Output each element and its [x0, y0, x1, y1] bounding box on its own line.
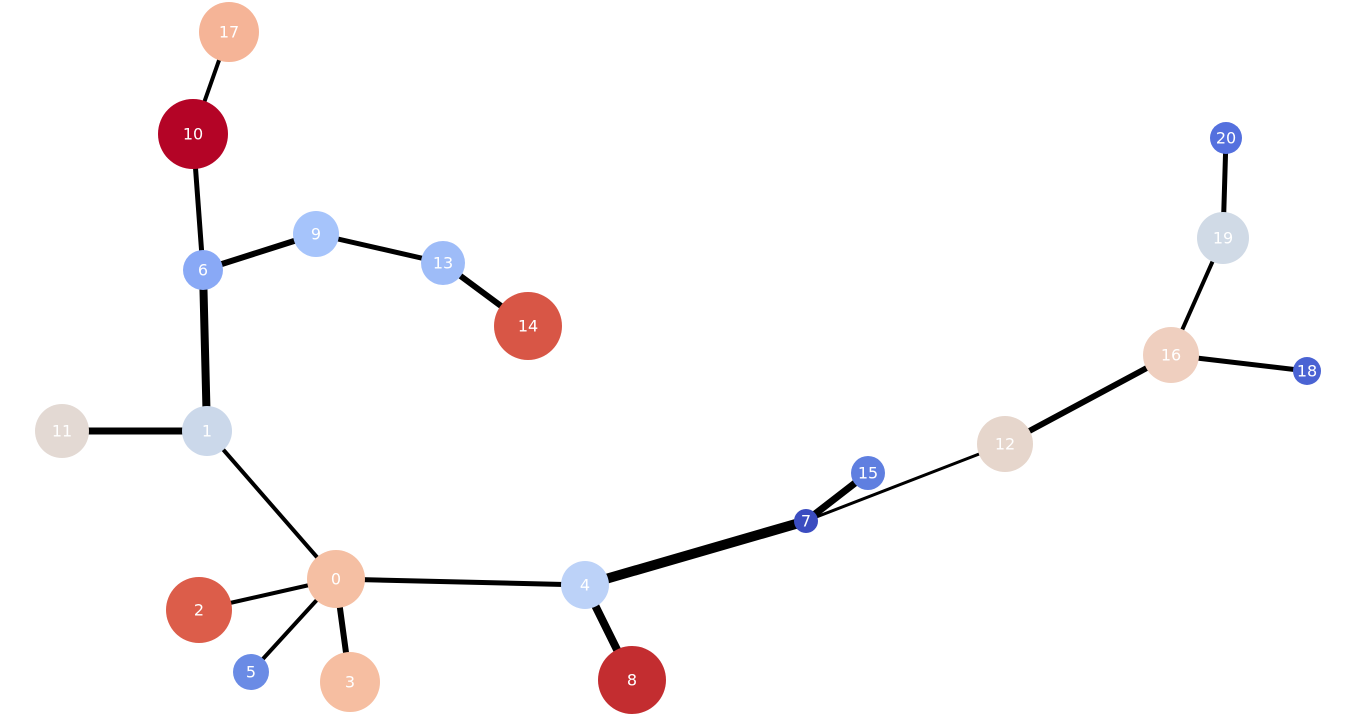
edge-7-12	[804, 442, 1007, 523]
node-circle-12	[977, 416, 1033, 472]
node-17: 17	[199, 2, 259, 62]
node-circle-15	[851, 456, 885, 490]
node-3: 3	[320, 652, 380, 712]
node-circle-18	[1293, 357, 1321, 385]
node-label-6: 6	[198, 261, 208, 280]
edge-1-0	[205, 429, 338, 581]
node-circle-8	[598, 646, 666, 714]
node-circle-10	[158, 99, 228, 169]
node-2: 2	[166, 577, 232, 643]
node-18: 18	[1293, 357, 1321, 385]
node-label-3: 3	[345, 673, 355, 692]
node-circle-13	[421, 241, 465, 285]
node-label-2: 2	[194, 601, 204, 620]
node-12: 12	[977, 416, 1033, 472]
node-20: 20	[1210, 122, 1242, 154]
node-1: 1	[182, 406, 232, 456]
node-circle-3	[320, 652, 380, 712]
node-7: 7	[794, 509, 818, 533]
node-label-10: 10	[183, 125, 203, 144]
node-label-0: 0	[331, 570, 341, 589]
node-circle-16	[1143, 327, 1199, 383]
node-circle-20	[1210, 122, 1242, 154]
node-circle-7	[794, 509, 818, 533]
node-15: 15	[851, 456, 885, 490]
edge-0-4	[333, 576, 588, 588]
node-16: 16	[1143, 327, 1199, 383]
node-circle-2	[166, 577, 232, 643]
edge-12-16	[1002, 352, 1174, 447]
node-14: 14	[494, 292, 562, 360]
node-10: 10	[158, 99, 228, 169]
node-circle-17	[199, 2, 259, 62]
edges-layer	[58, 30, 1310, 685]
node-circle-4	[561, 561, 609, 609]
node-8: 8	[598, 646, 666, 714]
node-0: 0	[307, 550, 365, 608]
node-label-5: 5	[246, 663, 256, 682]
node-label-8: 8	[627, 671, 637, 690]
node-19: 19	[1197, 212, 1249, 264]
node-circle-5	[233, 654, 269, 690]
node-circle-14	[494, 292, 562, 360]
node-13: 13	[421, 241, 465, 285]
node-label-20: 20	[1216, 129, 1236, 148]
node-label-14: 14	[518, 317, 538, 336]
node-circle-19	[1197, 212, 1249, 264]
node-label-7: 7	[801, 512, 811, 531]
node-label-19: 19	[1213, 229, 1233, 248]
node-4: 4	[561, 561, 609, 609]
edge-4-7	[580, 516, 811, 590]
node-11: 11	[35, 404, 89, 458]
node-6: 6	[183, 250, 223, 290]
node-label-15: 15	[858, 464, 878, 483]
node-label-16: 16	[1161, 346, 1181, 365]
node-label-1: 1	[202, 422, 212, 441]
node-label-13: 13	[433, 254, 453, 273]
node-5: 5	[233, 654, 269, 690]
node-label-17: 17	[219, 23, 239, 42]
edge-6-1	[199, 266, 211, 435]
node-circle-1	[182, 406, 232, 456]
node-label-12: 12	[995, 435, 1015, 454]
node-label-11: 11	[52, 422, 72, 441]
node-circle-6	[183, 250, 223, 290]
node-9: 9	[293, 211, 339, 257]
node-label-9: 9	[311, 225, 321, 244]
node-circle-11	[35, 404, 89, 458]
node-label-4: 4	[580, 576, 590, 595]
node-label-18: 18	[1297, 362, 1317, 381]
node-circle-0	[307, 550, 365, 608]
node-circle-9	[293, 211, 339, 257]
